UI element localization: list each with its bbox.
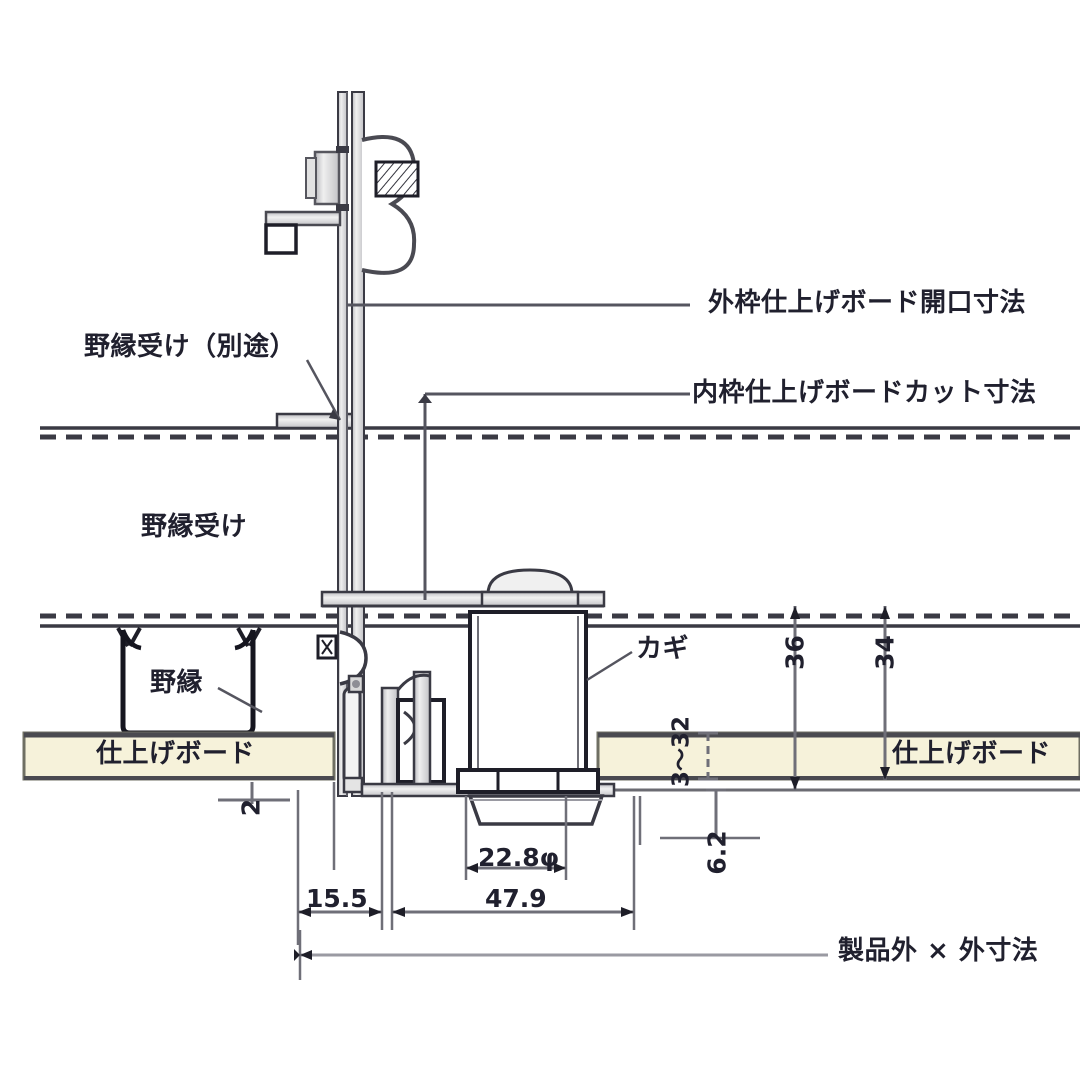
label-finish-board-left: 仕上げボード — [96, 739, 256, 769]
dimension-lines — [218, 606, 890, 945]
dim-board-thickness-range: 3～32 — [668, 716, 695, 788]
dim-board-gap-2: 2 — [236, 798, 266, 817]
dim-depth-36: 36 — [780, 635, 810, 670]
label-joist-receiver: 野縁受け — [141, 512, 248, 542]
dim-depth-34: 34 — [870, 635, 900, 670]
finish-board-right — [596, 731, 1080, 792]
finish-board-left — [22, 731, 336, 781]
label-inner-frame-cut: 内枠仕上げボードカット寸法 — [692, 378, 1037, 408]
dim-47-9: 47.9 — [485, 884, 547, 913]
label-joist-receiver-separate: 野縁受け（別途） — [84, 332, 297, 362]
lock-cylinder — [456, 568, 605, 826]
dim-lip-6-2: 6.2 — [702, 830, 732, 875]
dim-22-8-phi: 22.8φ — [478, 843, 560, 872]
label-joist: 野縁 — [150, 668, 204, 698]
label-outer-frame-opening: 外枠仕上げボード開口寸法 — [708, 288, 1027, 318]
leader-lines — [217, 303, 828, 980]
hinge-spring-assembly — [264, 135, 420, 275]
upper-ceiling-line — [40, 426, 1080, 440]
dim-15-5: 15.5 — [306, 884, 368, 913]
label-product-outer-dimension: 製品外 × 外寸法 — [838, 936, 1039, 966]
label-finish-board-right: 仕上げボード — [892, 739, 1052, 769]
label-lock: カギ — [636, 634, 690, 664]
outer-frame-detail — [316, 630, 368, 794]
